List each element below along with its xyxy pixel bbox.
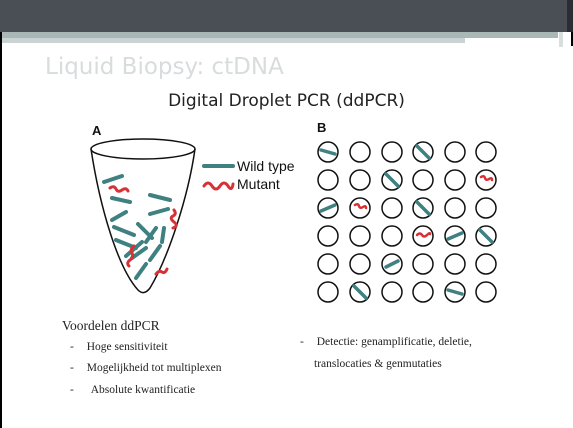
droplet-mutant-fragments: [353, 174, 494, 238]
droplet: [444, 197, 466, 219]
advantage-text: Hoge sensitiviteit: [86, 341, 168, 353]
droplet: [349, 141, 371, 163]
advantage-text: Absolute kwantificatie: [90, 384, 196, 396]
mutant-fragments: [108, 185, 178, 276]
droplet: [381, 141, 403, 163]
advantage-text: Mogelijkheid tot multiplexen: [86, 362, 222, 374]
droplet: [349, 225, 371, 247]
bullet-dash: -: [300, 336, 304, 348]
slide-title: Liquid Biopsy: ctDNA: [45, 54, 284, 80]
droplet: [475, 281, 497, 303]
advantage-item: - Absolute kwantificatie: [70, 384, 195, 396]
bullet-dash: -: [70, 384, 74, 396]
droplet: [475, 253, 497, 275]
tube-illustration: [90, 138, 196, 294]
bullet-dash: -: [70, 341, 74, 353]
detection-item: - Detectie: genamplificatie, deletie,: [300, 336, 472, 348]
droplet: [475, 141, 497, 163]
mutant-legend-swatch: [202, 181, 235, 191]
droplet-grid: [317, 141, 497, 303]
droplet: [381, 281, 403, 303]
detection-line-1: Detectie: genamplificatie, deletie,: [316, 336, 472, 348]
detection-line-2: translocaties & genmutaties: [314, 358, 442, 370]
advantage-item: - Mogelijkheid tot multiplexen: [70, 362, 222, 374]
wild-type-fragments: [102, 174, 172, 280]
droplet: [412, 169, 434, 191]
advantages-heading: Voordelen ddPCR: [62, 318, 160, 333]
header-bar-edge: [567, 0, 573, 32]
droplet: [349, 253, 371, 275]
panel-b-label: B: [317, 120, 327, 135]
droplet: [475, 197, 497, 219]
droplet: [317, 253, 339, 275]
droplet: [412, 253, 434, 275]
droplet: [317, 169, 339, 191]
droplet: [317, 281, 339, 303]
header-accent-stripe-lower: [0, 38, 465, 43]
legend-mutant-label: Mutant: [237, 176, 280, 192]
panel-a-label: A: [92, 123, 102, 138]
header-accent-tab: [559, 32, 563, 47]
advantage-item: - Hoge sensitiviteit: [70, 341, 168, 353]
droplet: [444, 169, 466, 191]
droplet: [381, 197, 403, 219]
droplet: [412, 281, 434, 303]
droplet: [349, 169, 371, 191]
droplet: [444, 141, 466, 163]
droplet-wild-type-fragments: [319, 144, 494, 300]
droplet: [381, 225, 403, 247]
bullet-dash: -: [70, 362, 74, 374]
legend-swatches: [202, 164, 235, 191]
droplet: [317, 225, 339, 247]
legend-wild-type-label: Wild type: [237, 158, 295, 174]
droplet: [444, 253, 466, 275]
header-bar: [0, 0, 573, 32]
slide-left-border: [0, 32, 2, 428]
header-accent-stripe: [0, 32, 558, 38]
slide-right-border: [571, 32, 573, 46]
slide-subtitle: Digital Droplet PCR (ddPCR): [168, 91, 405, 111]
